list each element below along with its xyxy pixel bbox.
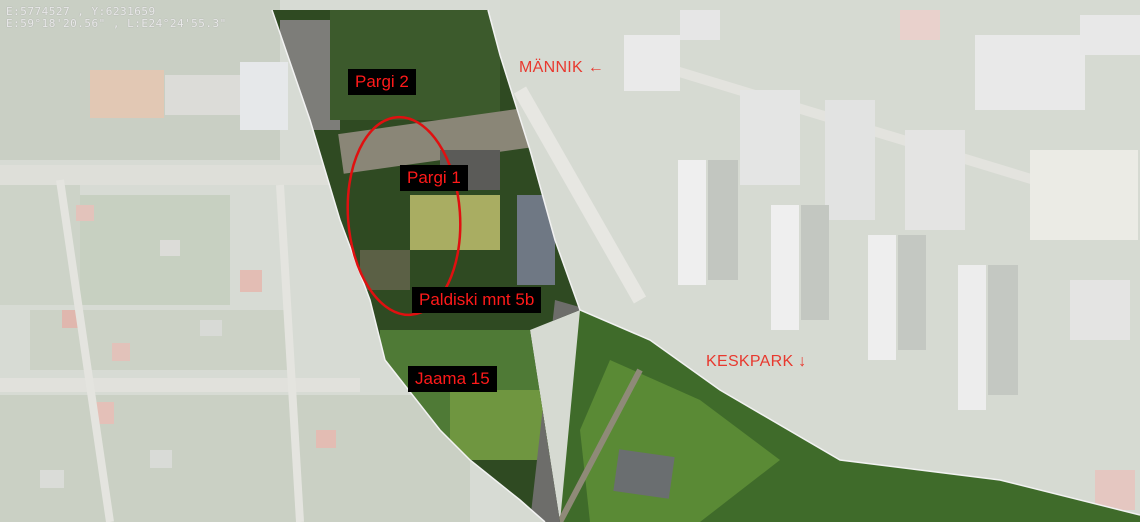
coordinate-line-1: E:5774527 , Y:6231659 <box>6 5 156 18</box>
area-label-keskpark: KESKPARK ↓ <box>706 353 807 370</box>
label-paldiski-mnt-5b[interactable]: Paldiski mnt 5b <box>412 287 542 313</box>
coordinate-readout: E:5774527 , Y:6231659 E:59°18'20.56" , L… <box>6 6 227 30</box>
boundary-line-east <box>487 9 1140 516</box>
park-path <box>557 368 643 522</box>
boundary-line-west <box>271 9 546 522</box>
coordinate-line-2: E:59°18'20.56" , L:E24°24'55.3" <box>6 17 227 30</box>
label-pargi-1[interactable]: Pargi 1 <box>400 165 468 191</box>
label-jaama-15[interactable]: Jaama 15 <box>408 366 497 392</box>
left-district <box>0 0 470 522</box>
right-district <box>500 0 1140 522</box>
label-pargi-2[interactable]: Pargi 2 <box>348 69 416 95</box>
park-building <box>613 449 675 499</box>
area-label-mannik: MÄNNIK ← <box>519 59 605 76</box>
highlight-ellipse <box>346 115 462 317</box>
